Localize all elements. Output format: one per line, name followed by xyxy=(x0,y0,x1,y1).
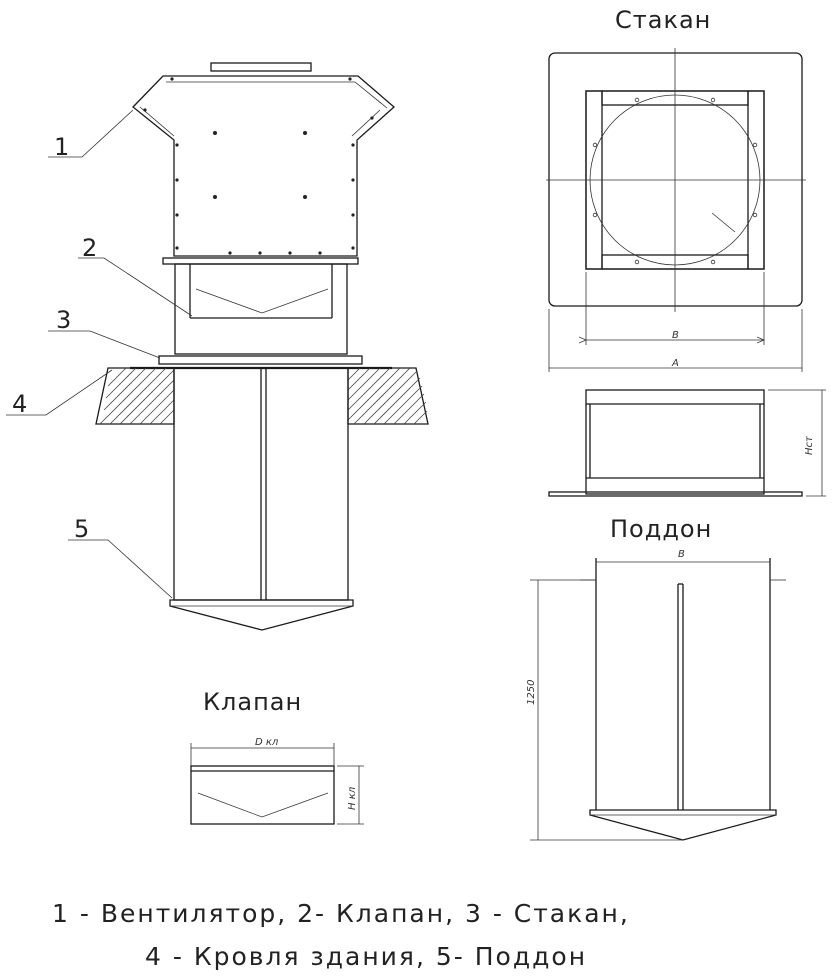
callout-2: 2 xyxy=(82,234,97,262)
stakan-title: Стакан xyxy=(615,6,711,34)
klapan-title: Клапан xyxy=(203,688,302,716)
callout-3: 3 xyxy=(56,306,71,334)
dim-a: A xyxy=(671,358,679,369)
roof-hatching xyxy=(95,367,429,425)
poddon-dim-h: 1250 xyxy=(526,680,537,705)
callout-5: 5 xyxy=(74,515,89,543)
legend-line-1: 1 - Вентилятор, 2- Клапан, 3 - Стакан, xyxy=(52,899,630,928)
dim-hst: Hст xyxy=(804,435,815,455)
valve-body xyxy=(174,263,348,355)
legend-line-2: 4 - Кровля здания, 5- Поддон xyxy=(145,942,587,971)
callout-leaders xyxy=(6,109,193,599)
dim-b: B xyxy=(672,330,679,341)
poddon-view xyxy=(530,558,786,841)
callout-4: 4 xyxy=(12,390,27,418)
klapan-dim-h: H кл xyxy=(347,786,358,810)
callout-1: 1 xyxy=(54,133,69,161)
stakan-flange xyxy=(158,355,363,365)
klapan-view xyxy=(190,743,364,825)
poddon-title: Поддон xyxy=(610,515,712,543)
stakan-top-view xyxy=(546,48,806,312)
pallet-bottom xyxy=(169,599,354,631)
fan-housing xyxy=(132,75,395,257)
klapan-dim-d: D кл xyxy=(255,737,279,748)
poddon-dim-b: B xyxy=(678,549,685,560)
stakan-dimensions xyxy=(548,272,803,372)
fan-assembly xyxy=(95,62,429,631)
stakan-side-view xyxy=(548,389,826,497)
fan-flange xyxy=(162,257,359,265)
